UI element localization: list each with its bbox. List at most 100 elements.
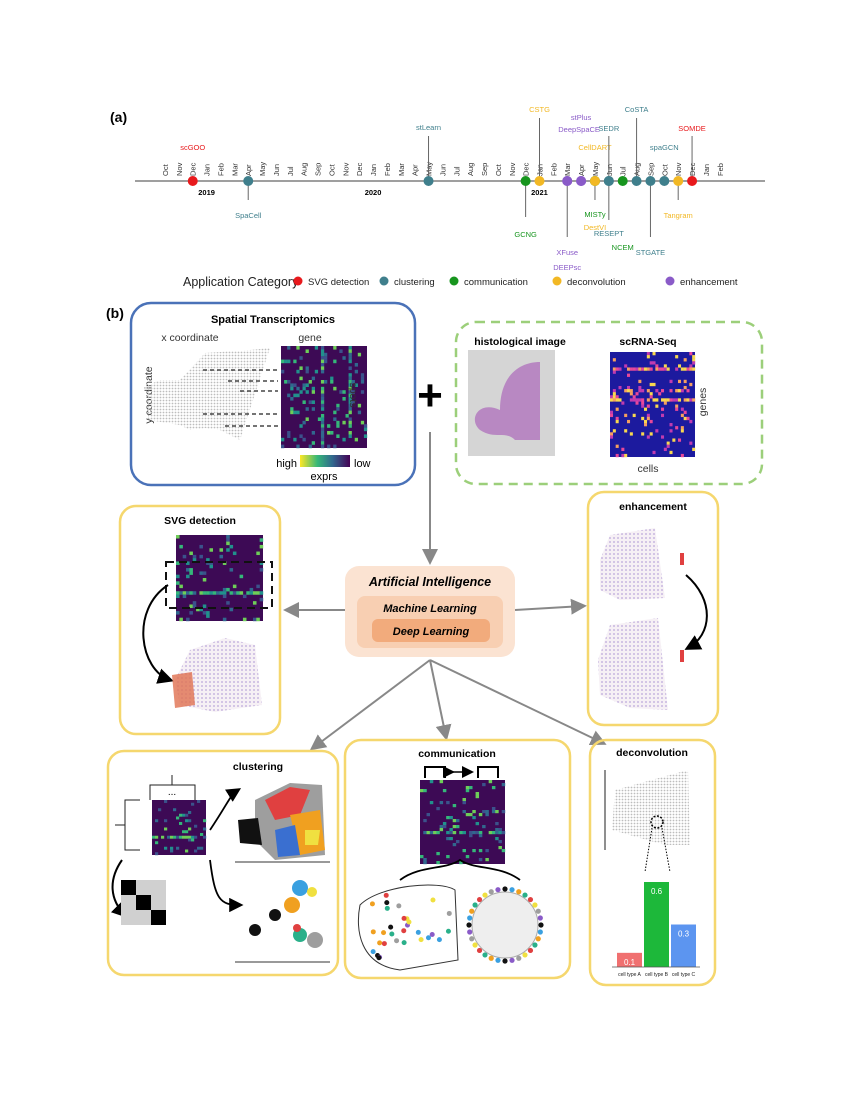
- heatmap-cell: [475, 831, 480, 835]
- heatmap-cell: [348, 420, 352, 425]
- heatmap-cell: [226, 535, 230, 539]
- heatmap-cell: [296, 444, 300, 449]
- heatmap-cell: [188, 827, 192, 831]
- cell-node: [418, 937, 424, 943]
- heatmap-cell: [290, 386, 294, 391]
- heatmap-cell: [635, 401, 639, 405]
- heatmap-cell: [462, 798, 466, 802]
- heatmap-cell: [342, 437, 346, 442]
- heatmap-cell: [429, 801, 434, 805]
- year-label: 2019: [198, 188, 215, 197]
- clustering-title: clustering: [233, 761, 283, 773]
- heatmap-cell: [287, 346, 291, 350]
- heatmap-cell: [615, 416, 619, 421]
- heatmap-cell: [472, 849, 476, 853]
- heatmap-cell: [612, 398, 616, 402]
- communication-title: communication: [418, 748, 496, 760]
- heatmap-cell: [360, 376, 365, 381]
- heatmap-cell: [478, 858, 483, 862]
- heatmap-cell: [360, 380, 365, 384]
- heatmap-cell: [209, 564, 214, 569]
- month-tick-label: Apr: [577, 164, 586, 176]
- panel-b-label: (b): [106, 305, 124, 321]
- ring-node: [467, 915, 473, 921]
- heatmap-cell: [658, 367, 662, 371]
- heatmap-cell: [423, 789, 427, 793]
- heatmap-cell: [242, 594, 247, 599]
- heatmap-cell: [439, 825, 444, 829]
- heatmap-cell: [678, 379, 682, 384]
- svg-hotspot: [172, 672, 195, 708]
- heatmap-cell: [678, 438, 682, 442]
- heatmap-cell: [252, 591, 257, 595]
- tissue-spot-map: [148, 348, 270, 440]
- panel-a-label: (a): [110, 109, 127, 125]
- legend-label: enhancement: [680, 277, 738, 288]
- legend-label: clustering: [394, 277, 435, 288]
- heatmap-cell: [320, 444, 325, 449]
- cell-node: [388, 924, 394, 930]
- heatmap-cell: [194, 824, 198, 828]
- ring-node: [472, 942, 478, 948]
- spot-dashed-links: [203, 369, 278, 427]
- heatmap-cell: [692, 355, 696, 359]
- heatmap-cell: [182, 591, 187, 595]
- heatmap-cell: [462, 810, 466, 814]
- cell-node: [384, 900, 390, 906]
- heatmap-cell: [436, 852, 440, 856]
- heatmap-cell: [612, 429, 616, 433]
- heatmap-cell: [222, 561, 227, 565]
- heatmap-cell: [423, 858, 427, 862]
- heatmap-cell: [194, 835, 198, 839]
- heatmap-cell: [439, 801, 444, 805]
- heatmap-cell: [229, 607, 234, 612]
- heatmap-cell: [629, 392, 633, 396]
- heatmap-cell: [320, 352, 325, 357]
- heatmap-cell: [164, 827, 168, 831]
- heatmap-cell: [202, 571, 207, 575]
- heatmap-cell: [222, 587, 227, 592]
- ring-node: [532, 942, 538, 948]
- event-label: SOMDE: [678, 124, 706, 133]
- heatmap-cell: [185, 813, 189, 817]
- dl-label: Deep Learning: [393, 626, 470, 638]
- heatmap-cell: [305, 417, 309, 421]
- heatmap-cell: [495, 810, 499, 814]
- heatmap-cell: [678, 389, 682, 393]
- heatmap-cell: [176, 611, 180, 615]
- heatmap-cell: [649, 361, 653, 365]
- heatmap-cell: [199, 544, 203, 549]
- heatmap-cell: [249, 591, 254, 595]
- heatmap-cell: [632, 413, 636, 418]
- heatmap-cell: [469, 786, 473, 790]
- heatmap-cell: [629, 432, 633, 436]
- heatmap-cell: [683, 416, 687, 421]
- heatmap-cell: [675, 407, 679, 411]
- heatmap-cell: [495, 837, 499, 841]
- heatmap-cell: [182, 835, 186, 839]
- heatmap-cell: [324, 352, 328, 357]
- event-label: SpaCell: [235, 211, 262, 220]
- heatmap-cell: [188, 835, 192, 839]
- scrna-heatmap: [610, 352, 696, 458]
- heatmap-cell: [305, 383, 309, 387]
- heatmap-cell: [452, 831, 457, 835]
- heatmap-cell: [256, 551, 260, 556]
- heatmap-cell: [259, 591, 264, 595]
- heatmap-cell: [635, 392, 639, 396]
- heatmap-cell: [176, 574, 180, 579]
- heatmap-cell: [202, 604, 207, 608]
- heatmap-cell: [226, 601, 230, 605]
- colorbar-low: low: [354, 458, 371, 470]
- heatmap-cell: [680, 407, 684, 411]
- heatmap-cell: [655, 429, 659, 433]
- heatmap-cell: [333, 444, 337, 449]
- heatmap-cell: [189, 568, 193, 572]
- heatmap-cell: [666, 367, 670, 371]
- heatmap-cell: [199, 607, 203, 612]
- heatmap-cell: [348, 393, 352, 398]
- ring-node: [488, 955, 494, 961]
- heatmap-cell: [446, 855, 450, 859]
- heatmap-cell: [333, 417, 337, 421]
